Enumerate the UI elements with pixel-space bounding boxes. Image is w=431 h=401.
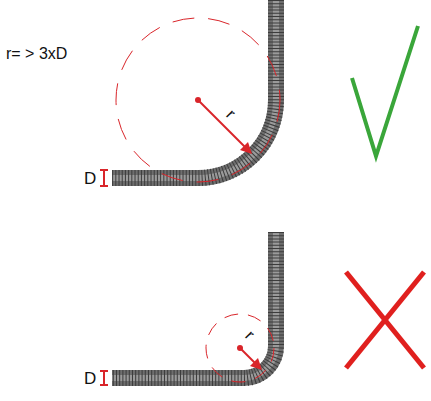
hose-small-radius [112,232,276,378]
cross-mark [346,272,424,368]
bend-circle [116,18,280,182]
check-mark [352,26,418,156]
diameter-symbol: D [84,370,96,387]
radius-symbol: r [223,106,238,121]
bend-circle [206,314,274,382]
radius-symbol: r [242,327,257,342]
bend-rule: r= > 3xD [6,46,67,62]
arrow-head [250,358,262,370]
diameter-mark [100,170,108,186]
radius-arrow [240,348,256,364]
radius-arrow [198,100,246,148]
hose-large-radius [112,0,276,178]
diameter-mark [100,371,108,385]
arrow-head [240,142,252,154]
diameter-symbol: D [84,170,96,187]
